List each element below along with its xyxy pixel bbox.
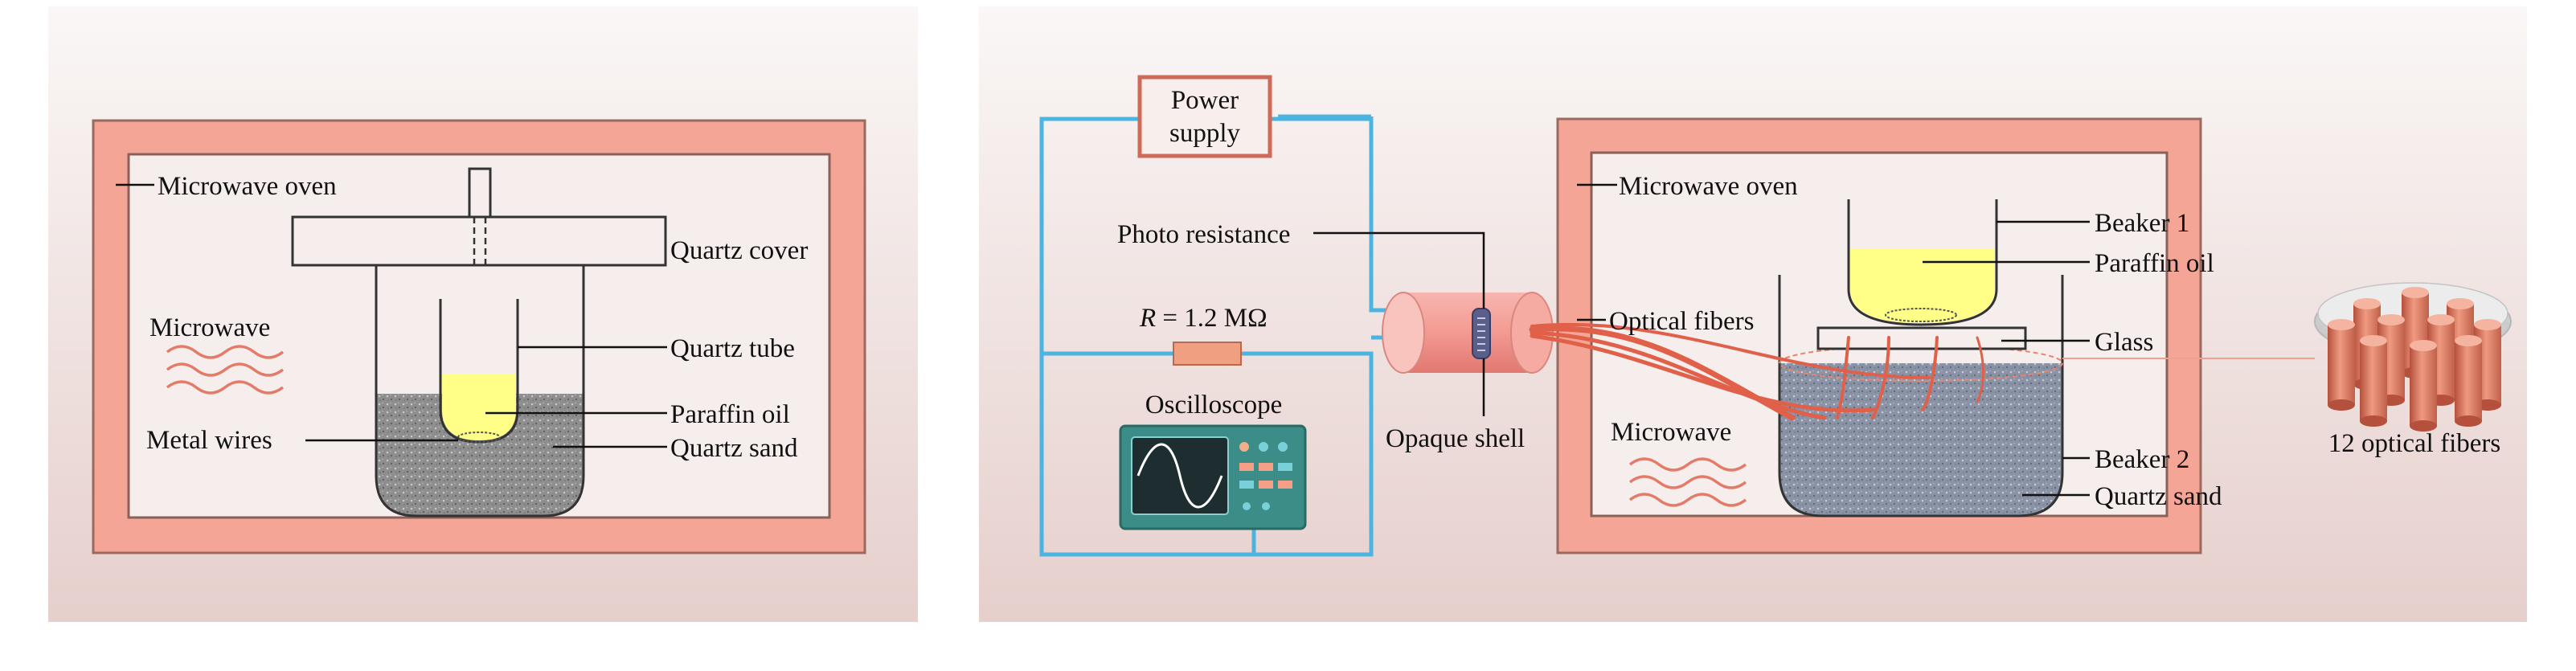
beaker-1-label: Beaker 1 bbox=[2095, 209, 2189, 238]
right-paraffin-oil bbox=[1850, 249, 1995, 323]
opaque-shell-label: Opaque shell bbox=[1386, 424, 1525, 453]
resistor bbox=[1173, 342, 1242, 366]
left-quartz-tube-label: Quartz tube bbox=[670, 334, 795, 363]
right-quartz-sand bbox=[1779, 363, 2062, 516]
left-paraffin-oil-label: Paraffin oil bbox=[670, 400, 790, 429]
opaque-shell bbox=[1382, 292, 1554, 374]
optical-fibers bbox=[1529, 322, 1984, 421]
left-quartz-cover bbox=[291, 215, 667, 267]
right-quartz-sand-label: Quartz sand bbox=[2095, 482, 2222, 511]
left-microwave-label: Microwave bbox=[149, 313, 270, 342]
glass-plate bbox=[1816, 326, 2027, 350]
left-paraffin-oil bbox=[442, 374, 516, 440]
right-paraffin-oil-label: Paraffin oil bbox=[2095, 249, 2214, 278]
microwave-waves-icon bbox=[166, 345, 285, 395]
left-oven-label: Microwave oven bbox=[158, 172, 337, 201]
right-panel: Power supply R = 1.2 MΩ Oscilloscope bbox=[979, 6, 2527, 622]
microwave-waves-icon bbox=[1628, 457, 1747, 507]
left-leader-lines bbox=[116, 183, 667, 448]
optical-fibers-label: Optical fibers bbox=[1609, 307, 1755, 336]
left-panel: Microwave oven Quartz cover Microwave Qu… bbox=[48, 6, 918, 622]
power-supply-label-line1: Power bbox=[1171, 86, 1239, 115]
left-cover-stem bbox=[468, 167, 492, 219]
resistor-label: R = 1.2 MΩ bbox=[1139, 304, 1268, 333]
fiber-bundle-icon bbox=[2314, 282, 2512, 432]
left-quartz-sand bbox=[376, 394, 584, 516]
resistor-label-var: R bbox=[1139, 304, 1156, 333]
left-metal-wires-label: Metal wires bbox=[146, 426, 272, 455]
right-metal-wires bbox=[1885, 308, 1957, 322]
left-metal-wires bbox=[457, 432, 501, 443]
beaker-1 bbox=[1847, 199, 1998, 326]
fiber-bundle-label: 12 optical fibers bbox=[2328, 429, 2500, 458]
beaker-2 bbox=[1778, 275, 2064, 518]
right-microwave-label: Microwave bbox=[1611, 418, 1731, 447]
right-leader-lines-a bbox=[1313, 231, 1485, 416]
glass-label: Glass bbox=[2095, 328, 2153, 357]
oscilloscope-label: Oscilloscope bbox=[1145, 391, 1282, 419]
beaker-2-label: Beaker 2 bbox=[2095, 445, 2189, 474]
photo-resistor bbox=[1472, 308, 1491, 359]
oscilloscope-icon bbox=[1119, 424, 1307, 530]
power-supply-box bbox=[1137, 75, 1272, 158]
power-supply-label-line2: supply bbox=[1169, 119, 1241, 148]
photo-resistance-label: Photo resistance bbox=[1117, 220, 1290, 249]
left-beaker bbox=[375, 265, 585, 518]
left-quartz-cover-label: Quartz cover bbox=[670, 236, 808, 265]
resistor-label-value: = 1.2 MΩ bbox=[1156, 304, 1267, 333]
right-leader-lines-b bbox=[1577, 183, 2090, 497]
right-oven-label: Microwave oven bbox=[1619, 172, 1798, 201]
left-quartz-sand-label: Quartz sand bbox=[670, 434, 798, 463]
